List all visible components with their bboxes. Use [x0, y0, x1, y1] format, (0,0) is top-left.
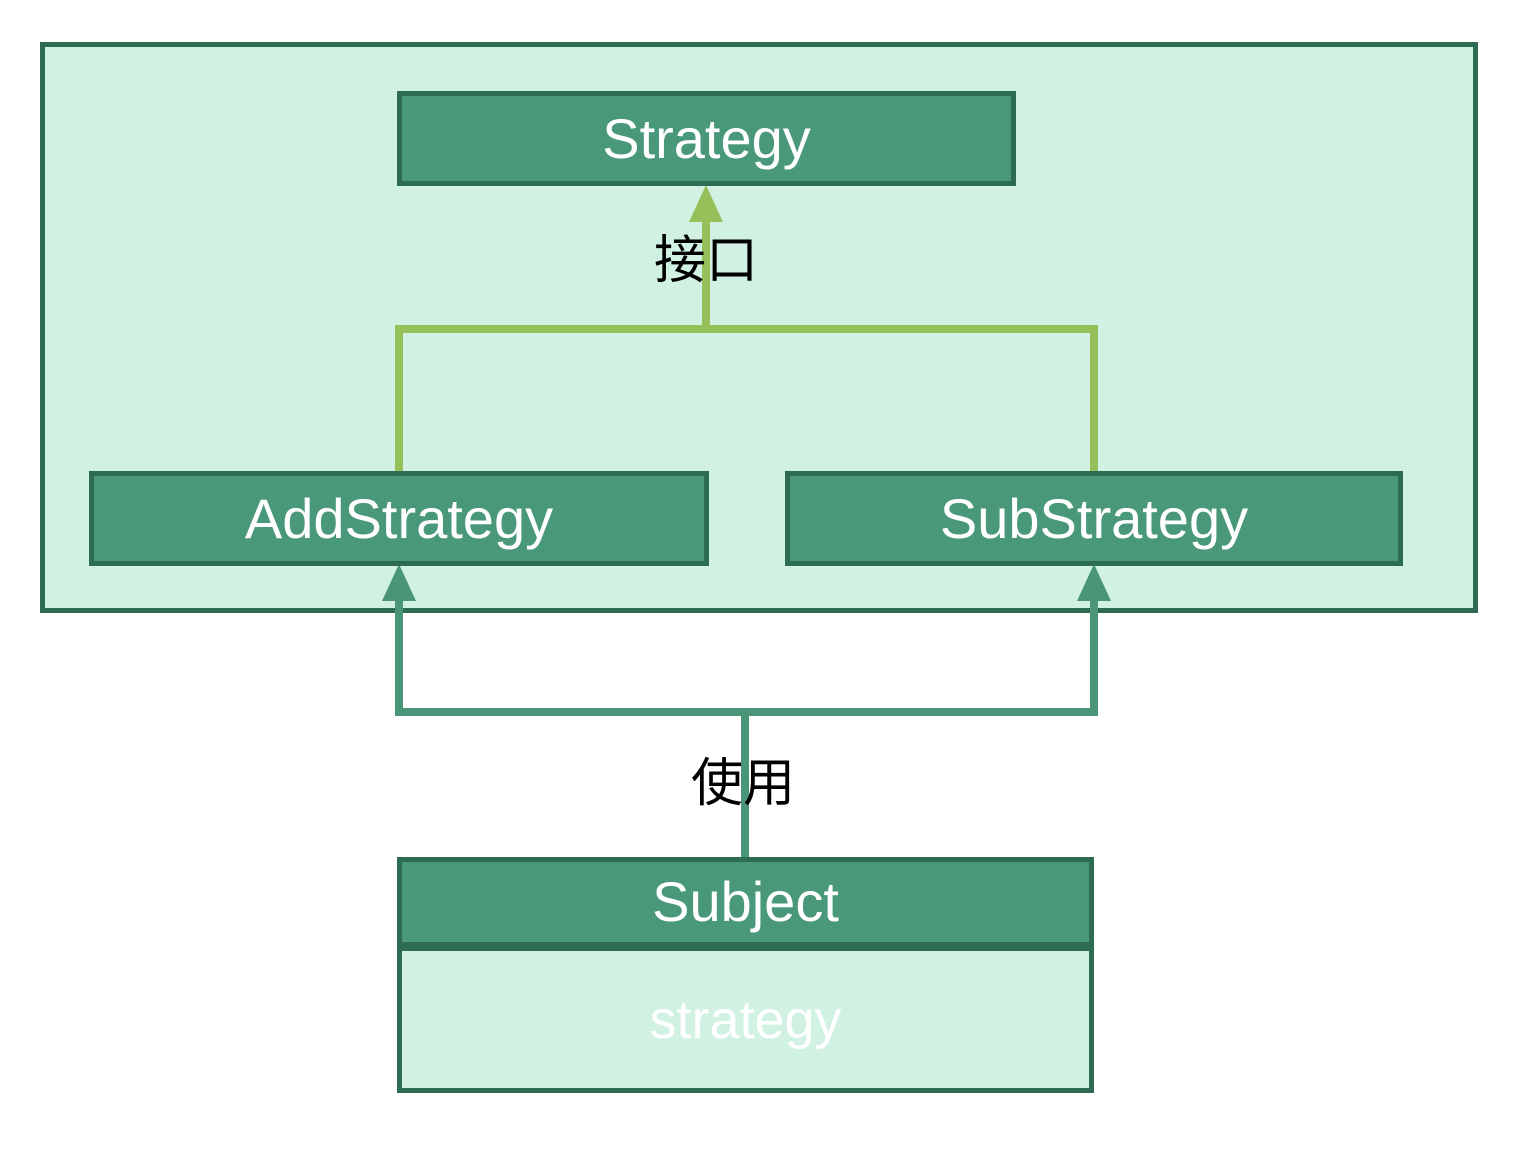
node-subject-label: Subject — [652, 870, 839, 933]
edge-label-interface: 接口 — [653, 232, 759, 290]
node-subject: Subject strategy — [397, 857, 1094, 1093]
node-substrategy: SubStrategy — [785, 471, 1403, 566]
node-addstrategy-label: AddStrategy — [244, 486, 554, 550]
interface-arrow-head — [689, 185, 723, 222]
node-subject-attribute: strategy — [397, 947, 1094, 1093]
use-arrow-head-right — [1077, 564, 1111, 601]
use-arrow-head-left — [382, 564, 416, 601]
edge-label-use: 使用 — [690, 755, 796, 813]
node-subject-header: Subject — [397, 857, 1094, 947]
node-addstrategy: AddStrategy — [89, 471, 709, 566]
use-connector-line — [395, 598, 1098, 716]
node-strategy: Strategy — [397, 91, 1016, 186]
node-strategy-label: Strategy — [602, 106, 811, 170]
node-substrategy-label: SubStrategy — [939, 486, 1249, 550]
node-subject-attribute-label: strategy — [649, 989, 842, 1050]
inheritance-connector-line — [395, 325, 1098, 471]
